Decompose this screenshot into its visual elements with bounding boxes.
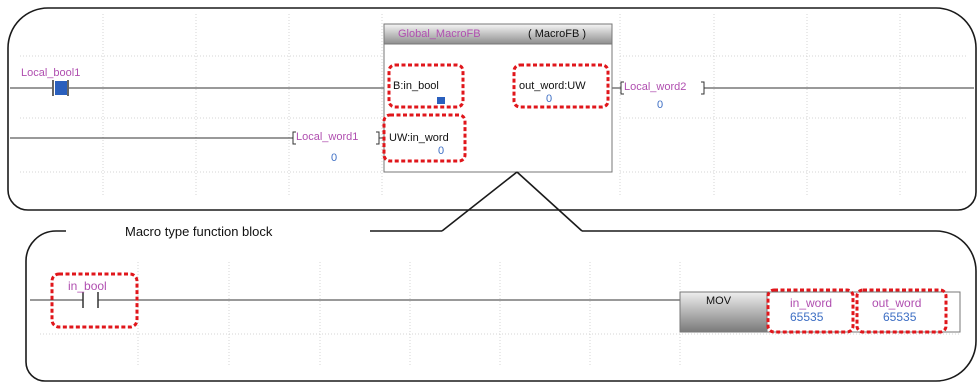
bottom-panel-frame (25, 230, 977, 382)
in-word-value: 0 (438, 145, 445, 157)
mov-source-value: 65535 (790, 310, 824, 324)
contact-in-bool[interactable] (82, 292, 99, 308)
pin-in-bool: B:in_bool (393, 80, 439, 92)
fb-header (383, 23, 613, 45)
top-panel (7, 7, 977, 232)
out-word-value: 0 (546, 93, 553, 105)
function-block-global-macrofb[interactable] (383, 23, 613, 173)
local-word2-bracket (612, 81, 708, 95)
callout-wedge (441, 171, 583, 232)
contact-local-bool1[interactable] (52, 80, 69, 96)
mov-dest-label: out_word (872, 296, 922, 310)
highlight-boxes-top (382, 63, 610, 163)
highlight-out-word (512, 63, 610, 109)
fb-instance-name: Global_MacroFB (398, 28, 481, 40)
mov-dest-value: 65535 (883, 310, 917, 324)
pin-in-word: UW:in_word (389, 132, 449, 144)
fb-output-marker (437, 97, 445, 104)
fb-type-name: ( MacroFB ) (528, 28, 587, 40)
local-word2-label: Local_word2 (624, 81, 687, 93)
highlight-bottom-in-word (766, 288, 855, 334)
in-bool-label: in_bool (68, 279, 107, 293)
highlight-bottom-in-bool (50, 272, 139, 329)
local-word2-value: 0 (657, 99, 664, 111)
mov-label: MOV (706, 295, 732, 307)
highlight-boxes-bottom (50, 272, 948, 334)
top-panel-frame (7, 7, 977, 211)
highlight-bottom-out-word (855, 288, 948, 334)
bottom-panel-caption: Macro type function block (121, 225, 277, 238)
mov-instruction-block[interactable] (679, 291, 961, 333)
local-word1-label: Local_word1 (296, 131, 359, 143)
top-grid (20, 14, 968, 196)
pin-out-word: out_word:UW (519, 80, 586, 92)
highlight-in-word (382, 113, 467, 163)
highlight-in-bool (387, 63, 465, 109)
bottom-panel (25, 230, 977, 382)
mov-header (679, 291, 768, 333)
local-bool1-label: Local_bool1 (21, 67, 81, 79)
local-word1-value: 0 (331, 152, 338, 164)
mov-source-label: in_word (790, 296, 833, 310)
